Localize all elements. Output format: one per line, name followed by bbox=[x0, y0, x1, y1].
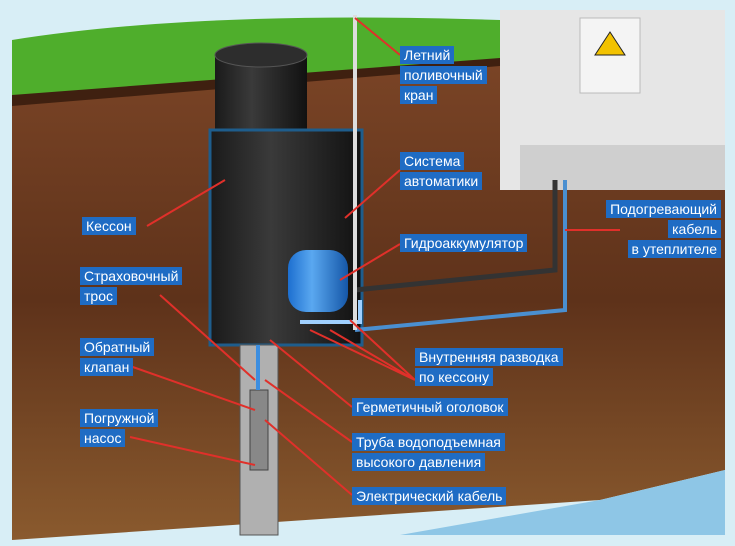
warning-icon bbox=[594, 31, 626, 56]
label-accumulator: Гидроаккумулятор bbox=[400, 234, 528, 252]
label-electric-cable: Электрический кабель bbox=[352, 487, 507, 505]
label-riser-pipe: Труба водоподъемная высокого давления bbox=[352, 433, 505, 471]
label-internal-piping: Внутренняя разводка по кессону bbox=[415, 348, 563, 386]
groundwater bbox=[400, 470, 725, 535]
label-heating-cable: Подогревающий кабель в утеплителе bbox=[606, 200, 721, 258]
label-pump: Погружной насос bbox=[80, 409, 159, 447]
label-automation: Система автоматики bbox=[400, 152, 483, 190]
foundation bbox=[520, 145, 725, 190]
insulated-pipe bbox=[354, 180, 567, 332]
electrical-box bbox=[579, 17, 641, 94]
soil bbox=[12, 60, 725, 540]
label-check-valve: Обратный клапан bbox=[80, 338, 155, 376]
label-summer-tap: Летний поливочный кран bbox=[400, 46, 487, 104]
submersible-pump bbox=[249, 389, 269, 471]
hydro-accumulator bbox=[288, 250, 348, 312]
leader-lines bbox=[129, 17, 620, 496]
label-safety-rope: Страховочный трос bbox=[80, 267, 183, 305]
caisson-body bbox=[208, 128, 364, 347]
label-caisson: Кессон bbox=[82, 217, 136, 235]
label-wellhead: Герметичный оголовок bbox=[352, 398, 508, 416]
